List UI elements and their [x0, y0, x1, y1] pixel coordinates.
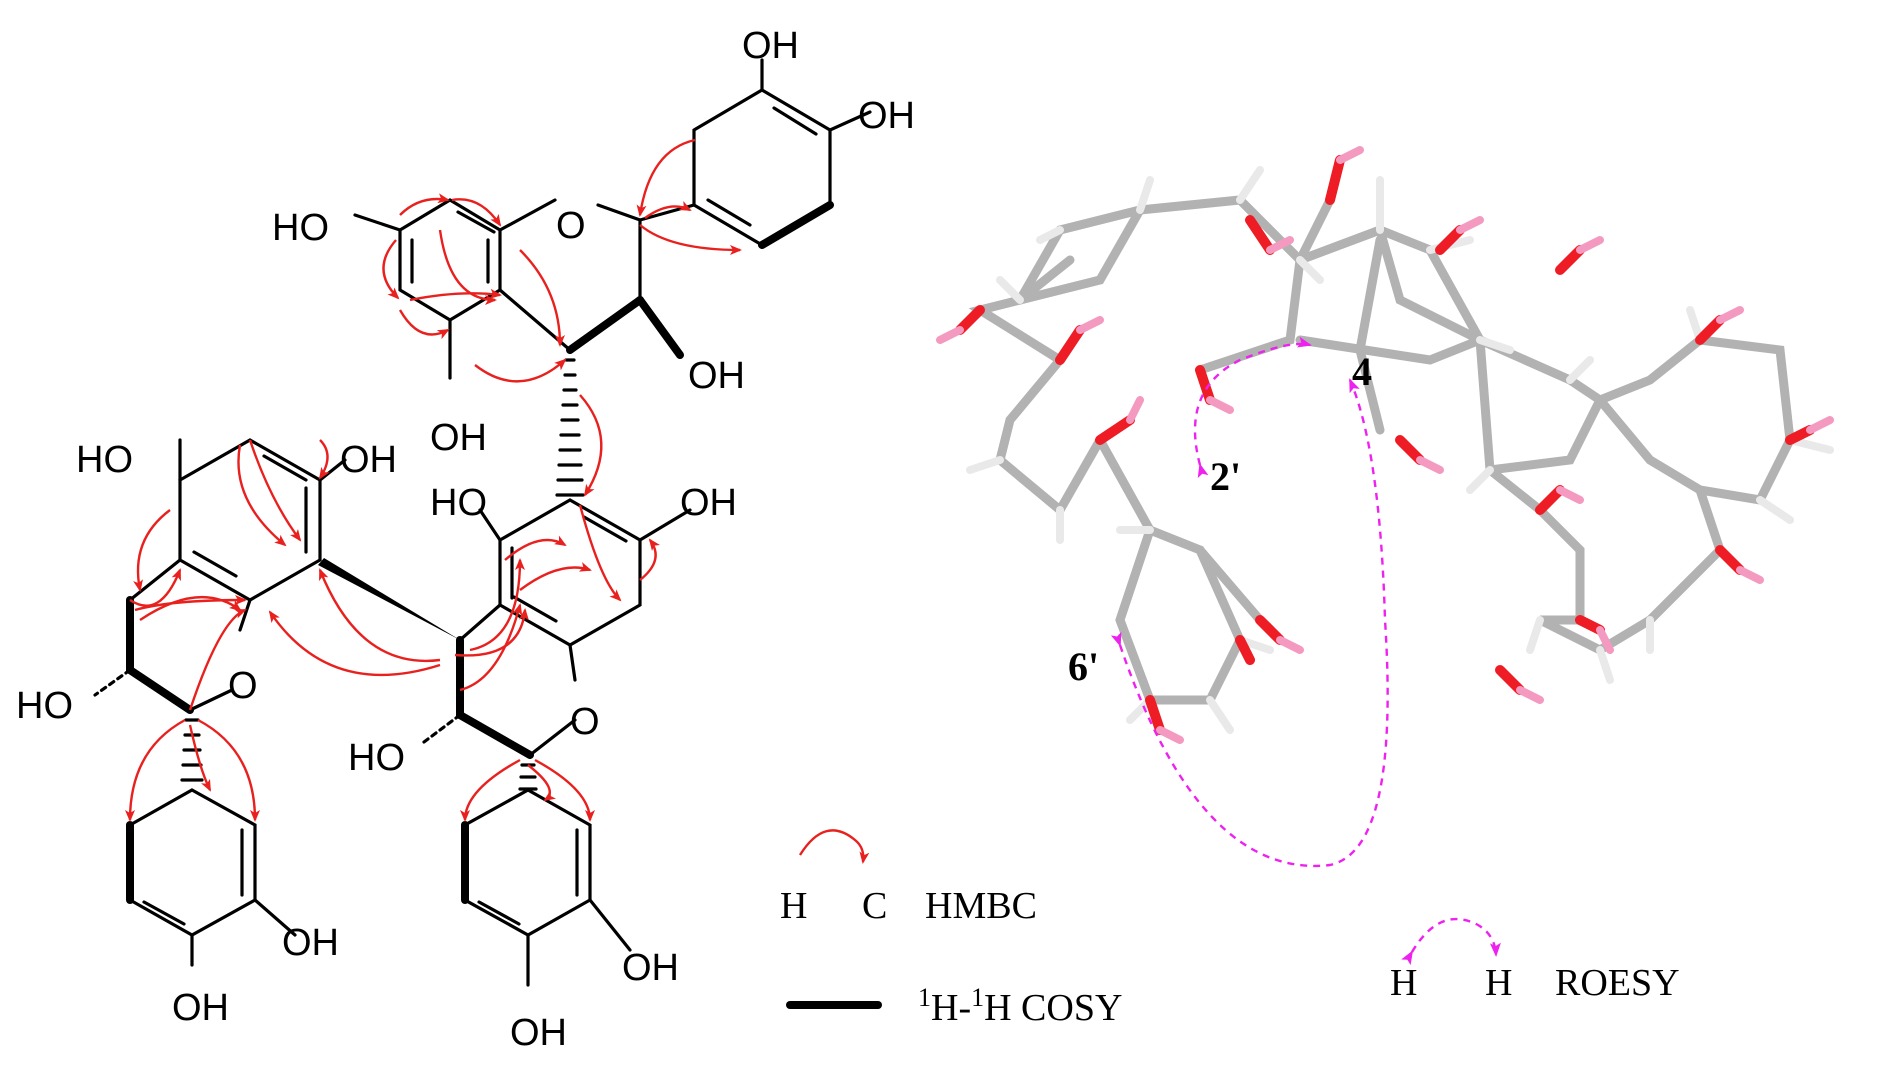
oh-label: OH	[622, 947, 679, 989]
legend-hmbc-h: H	[780, 885, 807, 927]
oh-label: OH	[688, 355, 745, 397]
legend-cosy-h2: H COSY	[984, 987, 1122, 1029]
legend-cosy-h1: H-	[931, 987, 971, 1029]
legend-cosy-sup1: 1	[918, 983, 931, 1012]
legend-hmbc-c: C	[862, 885, 887, 927]
legend-cosy: 1H-1H COSY	[786, 983, 1122, 1030]
proton-4-label: 4	[1352, 349, 1372, 394]
roesy-correlations	[1110, 336, 1389, 868]
catechol-ring-top	[692, 58, 872, 249]
ring-oxygen-label: O	[556, 205, 586, 247]
legend-hmbc: H C HMBC	[780, 829, 1037, 927]
oh-label: OH	[742, 25, 799, 67]
oh-label: OH	[340, 439, 397, 481]
oh-label: OH	[282, 922, 339, 964]
catechol-ring-bottom-left	[126, 718, 297, 967]
legend-roesy-name: ROESY	[1555, 962, 1680, 1004]
oh-label: OH	[430, 417, 487, 459]
ho-label: HO	[348, 737, 405, 779]
proton-2prime-label: 2'	[1210, 454, 1241, 499]
catechol-ring-bottom-right	[461, 763, 632, 987]
oh-label: OH	[172, 987, 229, 1029]
legend-cosy-sup2: 1	[971, 983, 984, 1012]
biaryl-bond	[318, 558, 460, 640]
interflavan-bond-top	[555, 358, 585, 497]
legend-roesy-h2: H	[1485, 962, 1512, 1004]
legend-roesy: H H ROESY	[1390, 917, 1680, 1004]
flavan-unit-top	[353, 198, 696, 380]
ho-label: HO	[16, 685, 73, 727]
ho-label: HO	[430, 482, 487, 524]
legend: H C HMBC 1H-1H COSY H H ROESY	[780, 829, 1680, 1030]
oh-label: OH	[858, 95, 915, 137]
oh-label: OH	[680, 482, 737, 524]
legend-roesy-h1: H	[1390, 962, 1417, 1004]
flavan-unit-left	[93, 438, 347, 714]
hmbc-correlations	[125, 138, 742, 822]
ho-label: HO	[272, 207, 329, 249]
oh-label: OH	[510, 1012, 567, 1054]
flavan-unit-middle	[418, 498, 692, 759]
ho-label: HO	[76, 439, 133, 481]
chemical-structure: OH OH HO O OH OH HO OH HO OH O HO O HO O…	[16, 25, 915, 1054]
ring-oxygen-label: O	[570, 701, 600, 743]
legend-cosy-text: 1H-1H COSY	[918, 983, 1122, 1030]
proton-6prime-label: 6'	[1068, 644, 1099, 689]
ring-oxygen-label: O	[228, 665, 258, 707]
3d-conformer-model: 4 2' 6'	[936, 146, 1834, 744]
legend-hmbc-name: HMBC	[925, 885, 1037, 927]
